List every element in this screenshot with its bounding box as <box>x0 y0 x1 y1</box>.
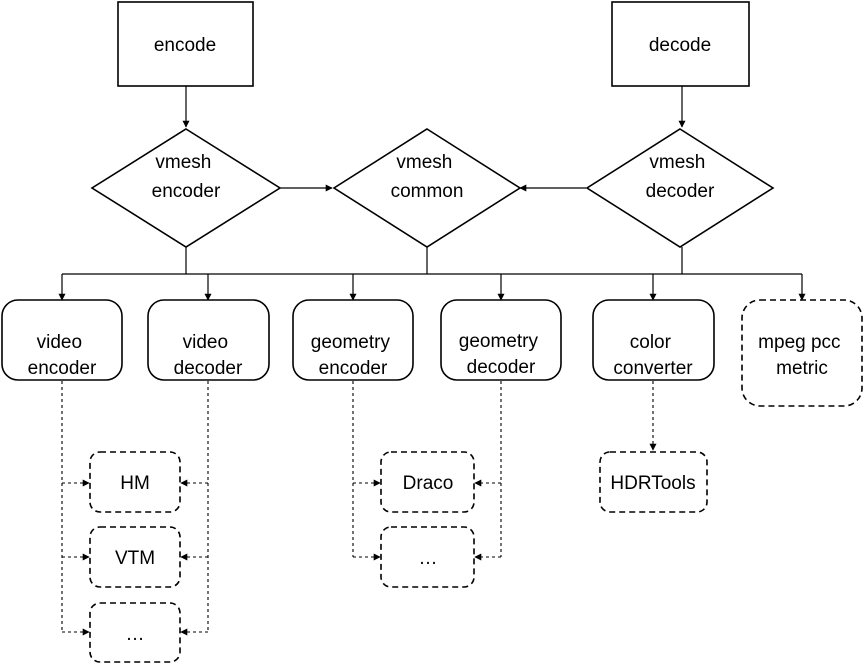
node-color-converter: color converter <box>592 299 715 381</box>
node-vtm: VTM <box>89 526 181 588</box>
node-vmesh-decoder-line1: vmesh <box>649 152 705 173</box>
node-mpeg-pcc-metric-line2: metric <box>776 358 828 379</box>
node-hm: HM <box>89 451 181 513</box>
node-draco-label: Draco <box>403 473 454 494</box>
node-vmesh-encoder: vmesh encoder <box>90 128 282 248</box>
node-geometry-more: … <box>380 526 475 588</box>
node-hm-label: HM <box>120 473 150 494</box>
node-vtm-label: VTM <box>115 548 155 569</box>
svg-text:color converter: color converter <box>613 332 693 379</box>
node-encode: encode <box>117 1 254 87</box>
node-decode-label: decode <box>649 35 711 56</box>
node-hdrtools: HDRTools <box>599 451 708 513</box>
node-geometry-encoder-line1: geometry <box>311 332 391 353</box>
svg-text:geometry decoder: geometry decoder <box>459 331 543 378</box>
svg-text:video decoder: video decoder <box>174 332 243 379</box>
node-color-converter-line2: converter <box>613 358 693 379</box>
svg-text:video encoder: video encoder <box>28 332 97 379</box>
node-encode-label: encode <box>154 35 216 56</box>
node-geometry-encoder-line2: encoder <box>319 358 388 379</box>
node-video-decoder: video decoder <box>147 299 270 381</box>
node-vmesh-encoder-line1: vmesh <box>155 152 211 173</box>
node-video-encoder: video encoder <box>1 299 123 381</box>
svg-text:mpeg pcc metric: mpeg pcc metric <box>758 332 846 379</box>
svg-text:vmesh common: vmesh common <box>391 152 464 202</box>
node-mpeg-pcc-metric-line1: mpeg pcc <box>758 332 840 353</box>
node-decode: decode <box>611 1 750 87</box>
node-color-converter-line1: color <box>630 332 672 353</box>
node-vmesh-decoder-line2: decoder <box>646 181 715 202</box>
node-geometry-encoder: geometry encoder <box>292 299 414 381</box>
node-hdrtools-label: HDRTools <box>610 473 695 494</box>
svg-text:vmesh decoder: vmesh decoder <box>646 152 715 202</box>
node-vmesh-encoder-line2: encoder <box>152 181 221 202</box>
node-vmesh-decoder: vmesh decoder <box>585 128 775 248</box>
node-geometry-decoder-line2: decoder <box>467 357 536 378</box>
node-video-decoder-line2: decoder <box>174 358 243 379</box>
node-vmesh-common: vmesh common <box>332 128 522 248</box>
node-vmesh-common-line1: vmesh <box>396 152 452 173</box>
node-video-encoder-line2: encoder <box>28 358 97 379</box>
svg-text:geometry encoder: geometry encoder <box>311 332 395 379</box>
node-draco: Draco <box>380 451 475 513</box>
node-video-more: … <box>89 602 181 663</box>
svg-text:vmesh encoder: vmesh encoder <box>152 152 221 202</box>
node-geometry-decoder: geometry decoder <box>440 299 562 381</box>
node-mpeg-pcc-metric: mpeg pcc metric <box>741 299 863 407</box>
node-video-decoder-line1: video <box>183 332 228 353</box>
connectors <box>58 86 806 636</box>
node-video-more-label: … <box>126 624 145 645</box>
node-vmesh-common-line2: common <box>391 181 464 202</box>
node-geometry-decoder-line1: geometry <box>459 331 539 352</box>
node-video-encoder-line1: video <box>37 332 82 353</box>
node-geometry-more-label: … <box>419 548 438 569</box>
